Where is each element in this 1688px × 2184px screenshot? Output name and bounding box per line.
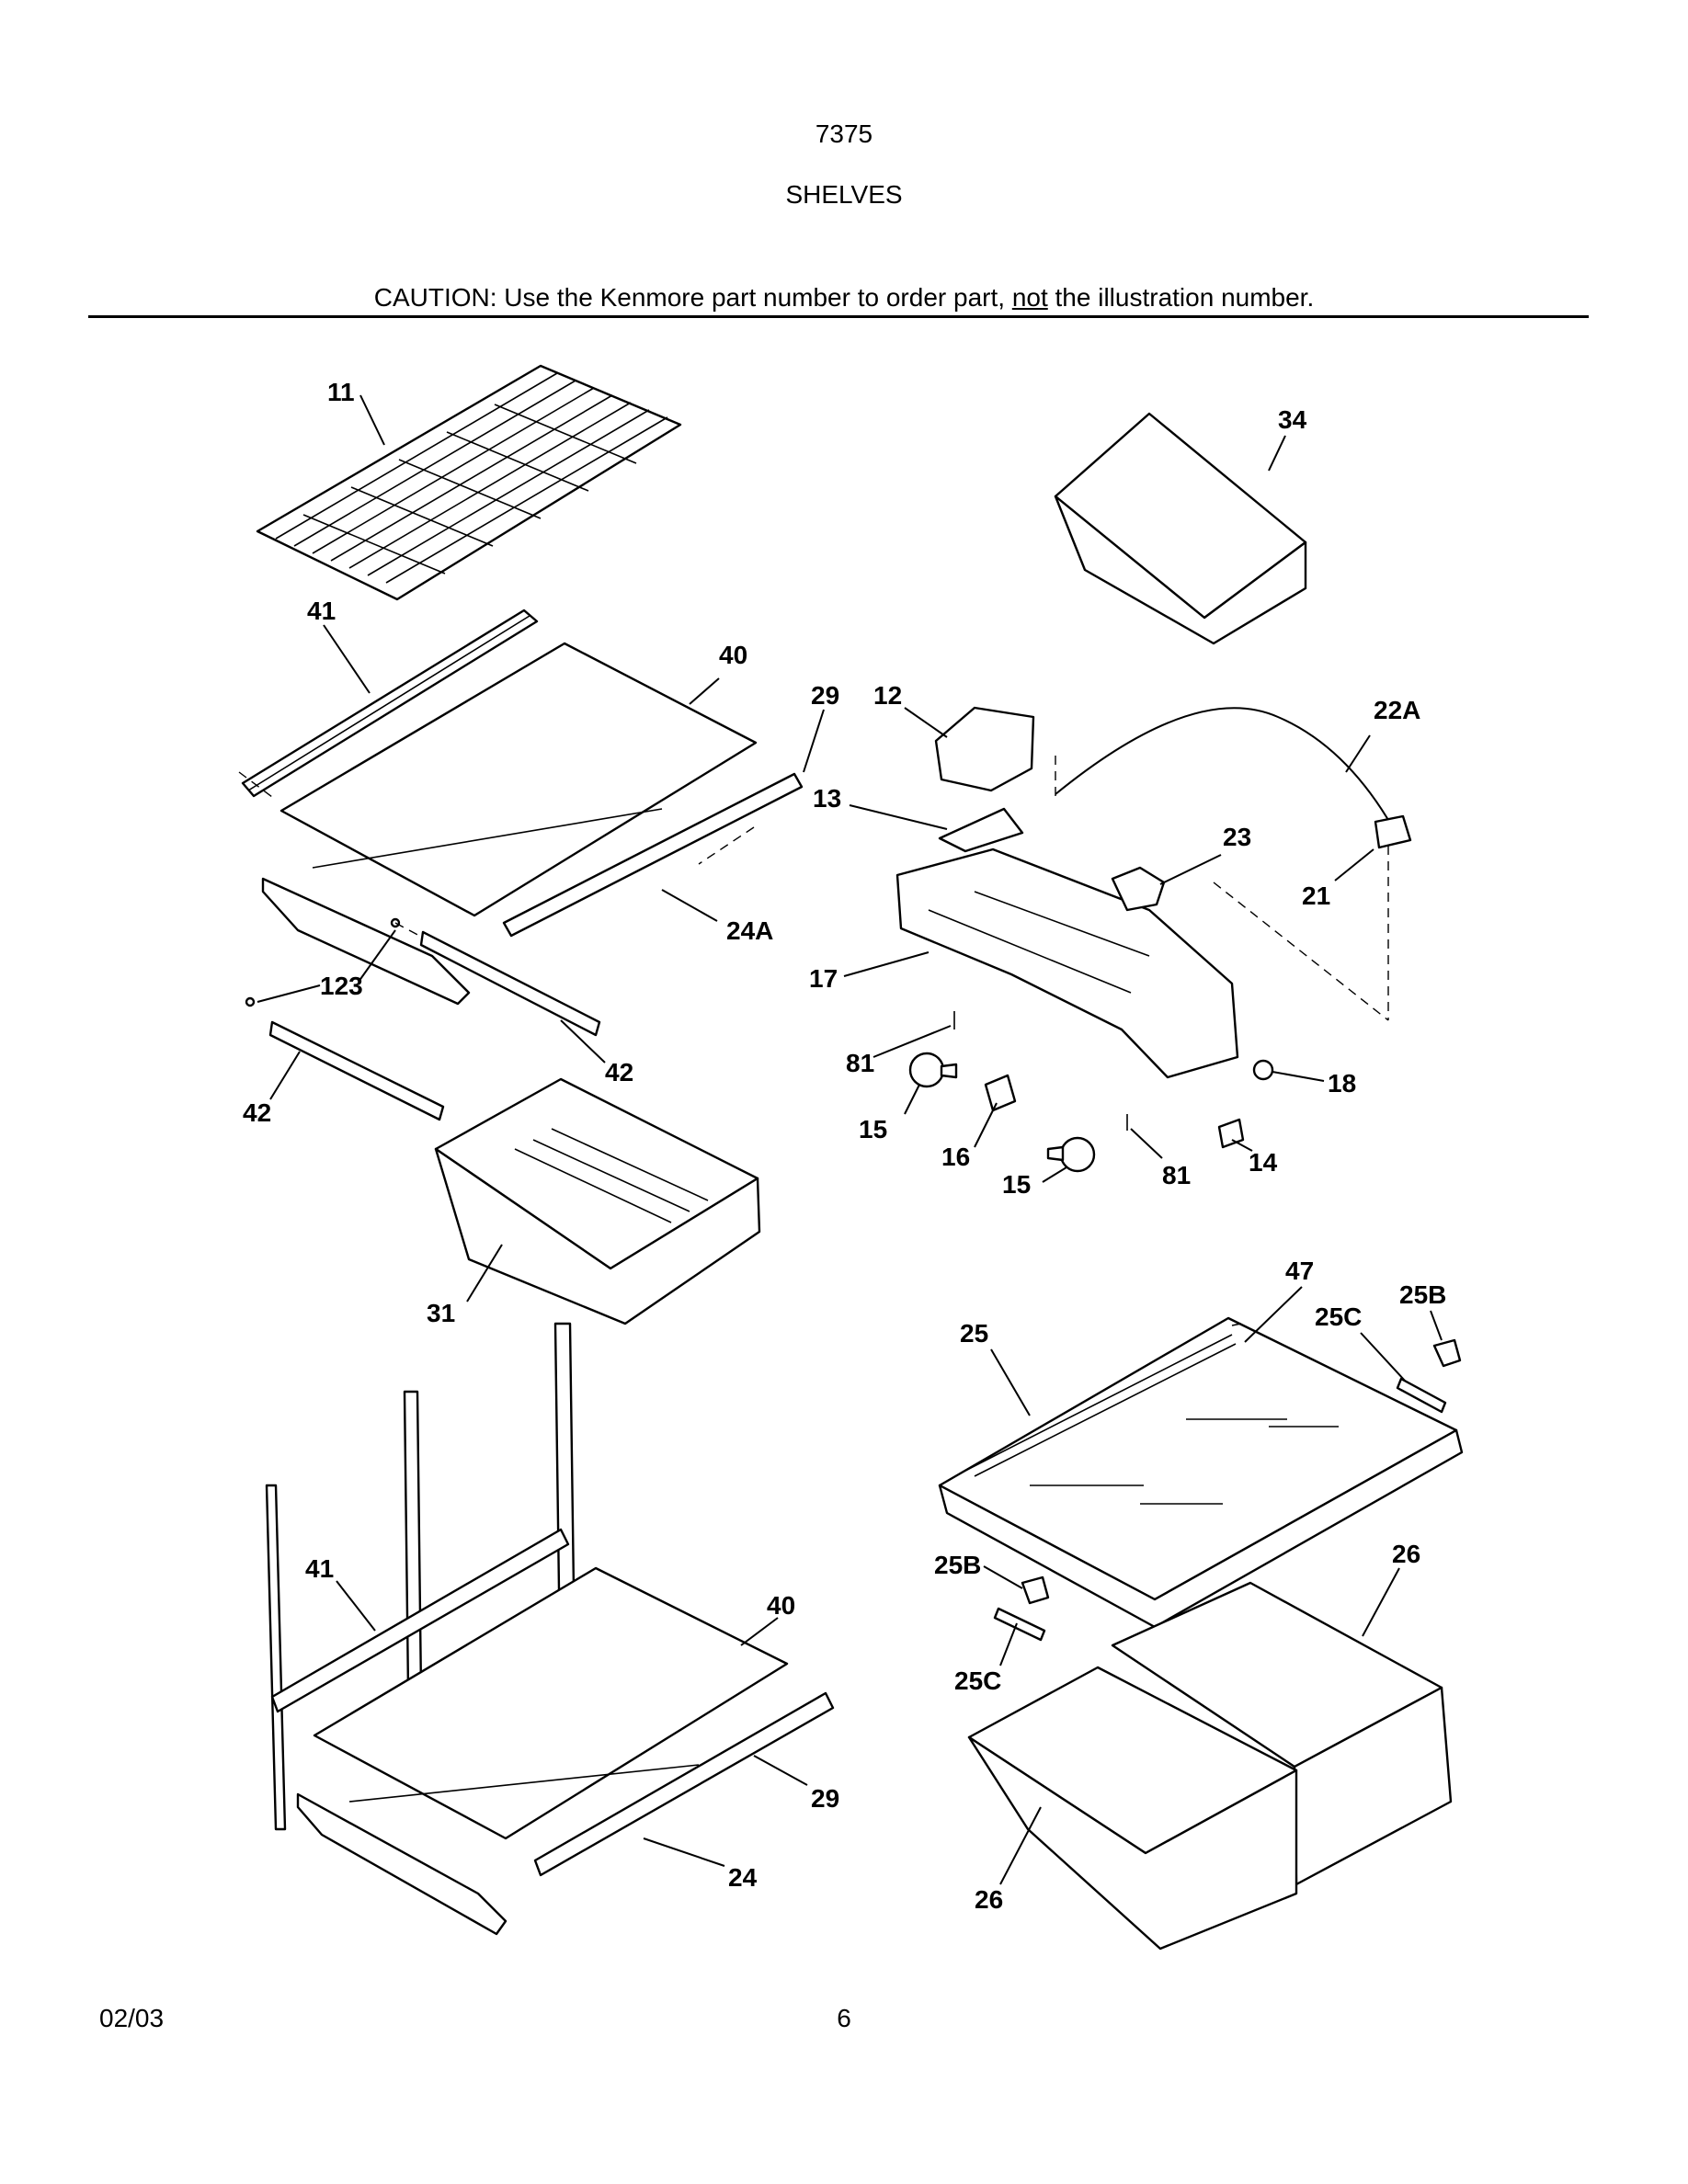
trim-part-29-lower bbox=[533, 1691, 835, 1877]
clip-part-25B-bottom bbox=[1021, 1575, 1050, 1605]
clip-part-25B-top bbox=[1432, 1338, 1462, 1368]
shelf-frame-part-24A bbox=[238, 771, 755, 1037]
callout-40-lower: 40 bbox=[767, 1591, 795, 1620]
baffle-part-13 bbox=[938, 807, 1024, 853]
header-rule bbox=[88, 315, 1589, 318]
callout-17: 17 bbox=[809, 964, 838, 993]
revision-date: 02/03 bbox=[99, 2004, 165, 2032]
trim-part-29-upper bbox=[502, 772, 804, 938]
crisper-pan-part-26-rear bbox=[1111, 1581, 1453, 1886]
leader-lines bbox=[257, 394, 1443, 1885]
knob-part-18 bbox=[1252, 1059, 1274, 1081]
glass-insert-part-47 bbox=[1231, 1323, 1242, 1326]
glass-shelf-part-40-upper bbox=[279, 642, 758, 917]
callout-25C-bottom: 25C bbox=[954, 1666, 1001, 1695]
callout-16: 16 bbox=[941, 1143, 970, 1171]
pan-part-34 bbox=[1054, 412, 1307, 645]
callout-25C-top: 25C bbox=[1315, 1302, 1362, 1331]
shelf-frame-part-24 bbox=[296, 1764, 700, 1936]
model-number: 7375 bbox=[815, 119, 873, 148]
trim-part-41-upper bbox=[241, 609, 539, 798]
bracket-part-25C-top bbox=[1396, 1377, 1447, 1414]
wire-shelf-part-11 bbox=[256, 364, 682, 601]
callout-81-left: 81 bbox=[846, 1049, 874, 1077]
screws-part-81 bbox=[953, 1011, 1128, 1131]
callout-25B-top: 25B bbox=[1399, 1280, 1446, 1309]
switch-part-21 bbox=[1374, 814, 1412, 849]
callout-23: 23 bbox=[1223, 823, 1251, 851]
screw-part-123 bbox=[245, 917, 424, 1007]
callout-14: 14 bbox=[1249, 1148, 1278, 1177]
caution-emphasis: not bbox=[1011, 283, 1048, 312]
callout-24A: 24A bbox=[726, 916, 773, 945]
bulb-part-15-left bbox=[908, 1052, 958, 1088]
caution-suffix: the illustration number. bbox=[1047, 283, 1315, 312]
callout-26-rear: 26 bbox=[1392, 1540, 1420, 1568]
cover-part-12 bbox=[934, 706, 1035, 792]
slide-rail-part-42 bbox=[268, 1020, 445, 1121]
crisper-pan-part-26-front bbox=[967, 1666, 1298, 1951]
callout-15-right: 15 bbox=[1002, 1170, 1031, 1199]
callout-29-upper: 29 bbox=[811, 681, 839, 710]
socket-part-16 bbox=[984, 1074, 1017, 1112]
callout-41-upper: 41 bbox=[307, 597, 336, 625]
callout-31: 31 bbox=[427, 1299, 455, 1327]
glass-shelf-part-40-lower bbox=[313, 1566, 789, 1840]
crisper-cover-part-25 bbox=[938, 1316, 1464, 1629]
callout-123: 123 bbox=[320, 972, 363, 1000]
control-part-23 bbox=[1111, 866, 1166, 912]
bulb-part-15-right bbox=[1046, 1136, 1096, 1173]
callout-26-front: 26 bbox=[975, 1885, 1003, 1914]
callout-22A: 22A bbox=[1374, 696, 1420, 724]
callout-11: 11 bbox=[327, 378, 355, 406]
callout-40-upper: 40 bbox=[719, 641, 747, 669]
callout-47: 47 bbox=[1285, 1257, 1314, 1285]
caution-notice: CAUTION: Use the Kenmore part number to … bbox=[0, 283, 1688, 313]
bracket-part-25C-bottom bbox=[993, 1607, 1046, 1642]
trim-part-41-lower bbox=[270, 1528, 570, 1713]
crisper-pan-part-31 bbox=[434, 1077, 761, 1325]
callout-81-right: 81 bbox=[1162, 1161, 1191, 1189]
housing-part-17 bbox=[895, 847, 1239, 1079]
callout-25: 25 bbox=[960, 1319, 988, 1348]
callout-18: 18 bbox=[1328, 1069, 1356, 1098]
callout-29-lower: 29 bbox=[811, 1784, 839, 1813]
callout-41-lower: 41 bbox=[305, 1554, 334, 1583]
page-number: 6 bbox=[837, 2004, 851, 2032]
harness-part-22A bbox=[1055, 707, 1389, 1021]
callout-42-right: 42 bbox=[605, 1058, 633, 1086]
switch-part-14 bbox=[1217, 1118, 1245, 1149]
callout-34: 34 bbox=[1278, 405, 1307, 434]
callout-25B-bottom: 25B bbox=[934, 1551, 981, 1579]
callout-15-left: 15 bbox=[859, 1115, 887, 1143]
callout-13: 13 bbox=[813, 784, 841, 813]
caution-prefix: CAUTION: Use the Kenmore part number to … bbox=[373, 283, 1012, 312]
section-title: SHELVES bbox=[785, 180, 903, 209]
callout-24: 24 bbox=[728, 1863, 758, 1892]
callout-21: 21 bbox=[1302, 882, 1330, 910]
callout-12: 12 bbox=[873, 681, 902, 710]
callout-42-left: 42 bbox=[243, 1098, 271, 1127]
